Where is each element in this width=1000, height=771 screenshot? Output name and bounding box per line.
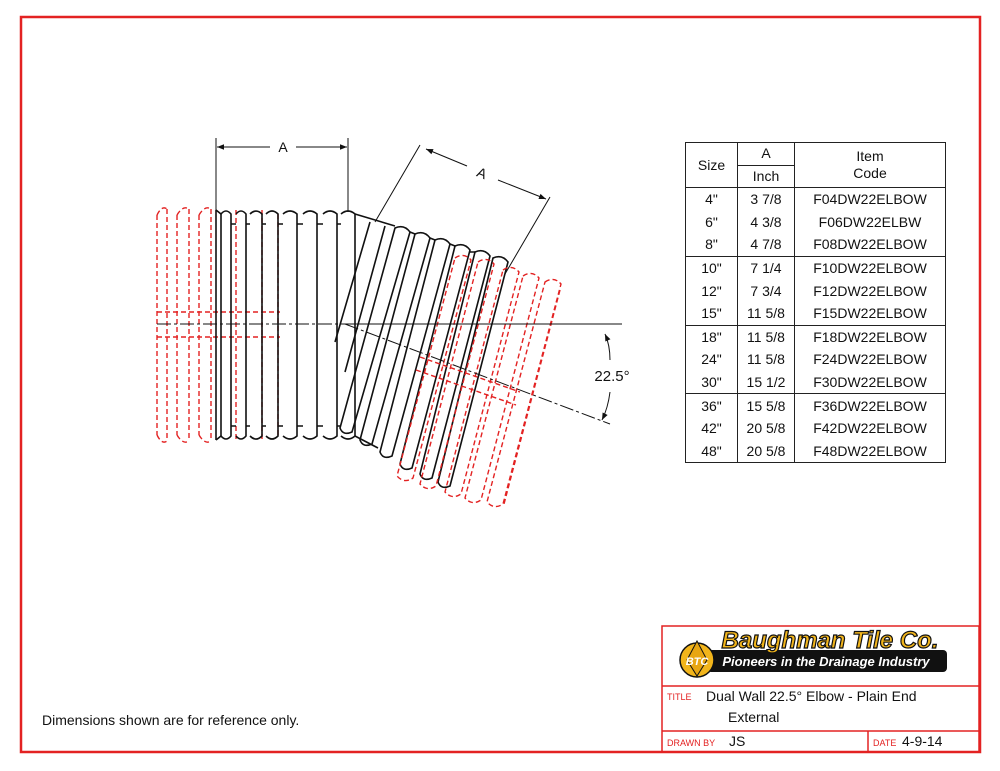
cell-size: 42" xyxy=(685,416,738,440)
dimension-a-horizontal xyxy=(215,138,349,212)
cell-size: 12" xyxy=(685,279,738,302)
cell-item-code: F12DW22ELBOW xyxy=(794,279,946,302)
cell-size: 4" xyxy=(685,186,738,211)
cell-item-code: F15DW22ELBOW xyxy=(794,301,946,326)
cell-a-inch: 11 5/8 xyxy=(737,348,795,371)
cell-a-inch: 20 5/8 xyxy=(737,439,795,464)
cell-size: 24" xyxy=(685,348,738,371)
elbow-straight-section xyxy=(215,209,356,441)
cell-item-code: F30DW22ELBOW xyxy=(794,370,946,395)
cell-size: 36" xyxy=(685,393,738,417)
cell-size: 8" xyxy=(685,233,738,257)
company-logo: BTC Baughman Tile Co. Pioneers in the Dr… xyxy=(679,626,947,678)
cell-size: 18" xyxy=(685,325,738,349)
cell-a-inch: 20 5/8 xyxy=(737,416,795,440)
cell-a-inch: 4 7/8 xyxy=(737,233,795,257)
cell-item-code: F36DW22ELBOW xyxy=(794,393,946,417)
company-tagline: Pioneers in the Drainage Industry xyxy=(722,654,930,669)
header-size: Size xyxy=(685,142,738,188)
date-label: DATE xyxy=(873,738,896,748)
company-name: Baughman Tile Co. xyxy=(722,627,939,654)
cell-item-code: F24DW22ELBOW xyxy=(794,348,946,371)
cell-size: 48" xyxy=(685,439,738,464)
logo-badge-text: BTC xyxy=(686,656,710,668)
cell-item-code: F10DW22ELBOW xyxy=(794,256,946,280)
reference-pipe-right xyxy=(396,254,562,508)
cell-size: 6" xyxy=(685,210,738,234)
cell-a-inch: 15 1/2 xyxy=(737,370,795,395)
drawn-by-label: DRAWN BY xyxy=(667,738,715,748)
angle-dimension xyxy=(601,333,611,421)
dimension-a-angled xyxy=(374,144,551,275)
drawing-title-line2: External xyxy=(728,709,779,725)
header-a-unit: Inch xyxy=(737,164,795,188)
dimension-a-label-angled: A xyxy=(475,164,490,183)
cell-a-inch: 7 3/4 xyxy=(737,279,795,302)
cell-item-code: F04DW22ELBOW xyxy=(794,186,946,211)
center-lines xyxy=(157,323,622,425)
cell-a-inch: 15 5/8 xyxy=(737,393,795,417)
cell-a-inch: 4 3/8 xyxy=(737,210,795,234)
title-label: TITLE xyxy=(667,692,692,702)
date-value: 4-9-14 xyxy=(902,733,943,749)
cell-a-inch: 7 1/4 xyxy=(737,256,795,280)
cell-a-inch: 11 5/8 xyxy=(737,301,795,326)
cell-a-inch: 3 7/8 xyxy=(737,186,795,211)
cell-size: 30" xyxy=(685,370,738,395)
reference-note: Dimensions shown are for reference only. xyxy=(42,712,300,728)
cell-item-code: F18DW22ELBOW xyxy=(794,325,946,349)
sheet-border xyxy=(19,15,982,754)
header-item-code: Item Code xyxy=(794,142,946,188)
header-item-code-text: Item Code xyxy=(853,148,887,181)
drawn-by-value: JS xyxy=(729,733,745,749)
cell-item-code: F08DW22ELBOW xyxy=(794,233,946,257)
header-a: A xyxy=(737,142,795,166)
cell-item-code: F42DW22ELBOW xyxy=(794,416,946,440)
angle-label: 22.5° xyxy=(594,368,629,385)
cell-item-code: F48DW22ELBOW xyxy=(794,439,946,464)
cell-item-code: F06DW22ELBW xyxy=(794,210,946,234)
dimension-a-label-horizontal: A xyxy=(278,139,288,155)
cell-a-inch: 11 5/8 xyxy=(737,325,795,349)
drawing-title-line1: Dual Wall 22.5° Elbow - Plain End xyxy=(706,688,917,704)
cell-size: 15" xyxy=(685,301,738,326)
title-block-frame xyxy=(661,625,980,753)
cell-size: 10" xyxy=(685,256,738,280)
